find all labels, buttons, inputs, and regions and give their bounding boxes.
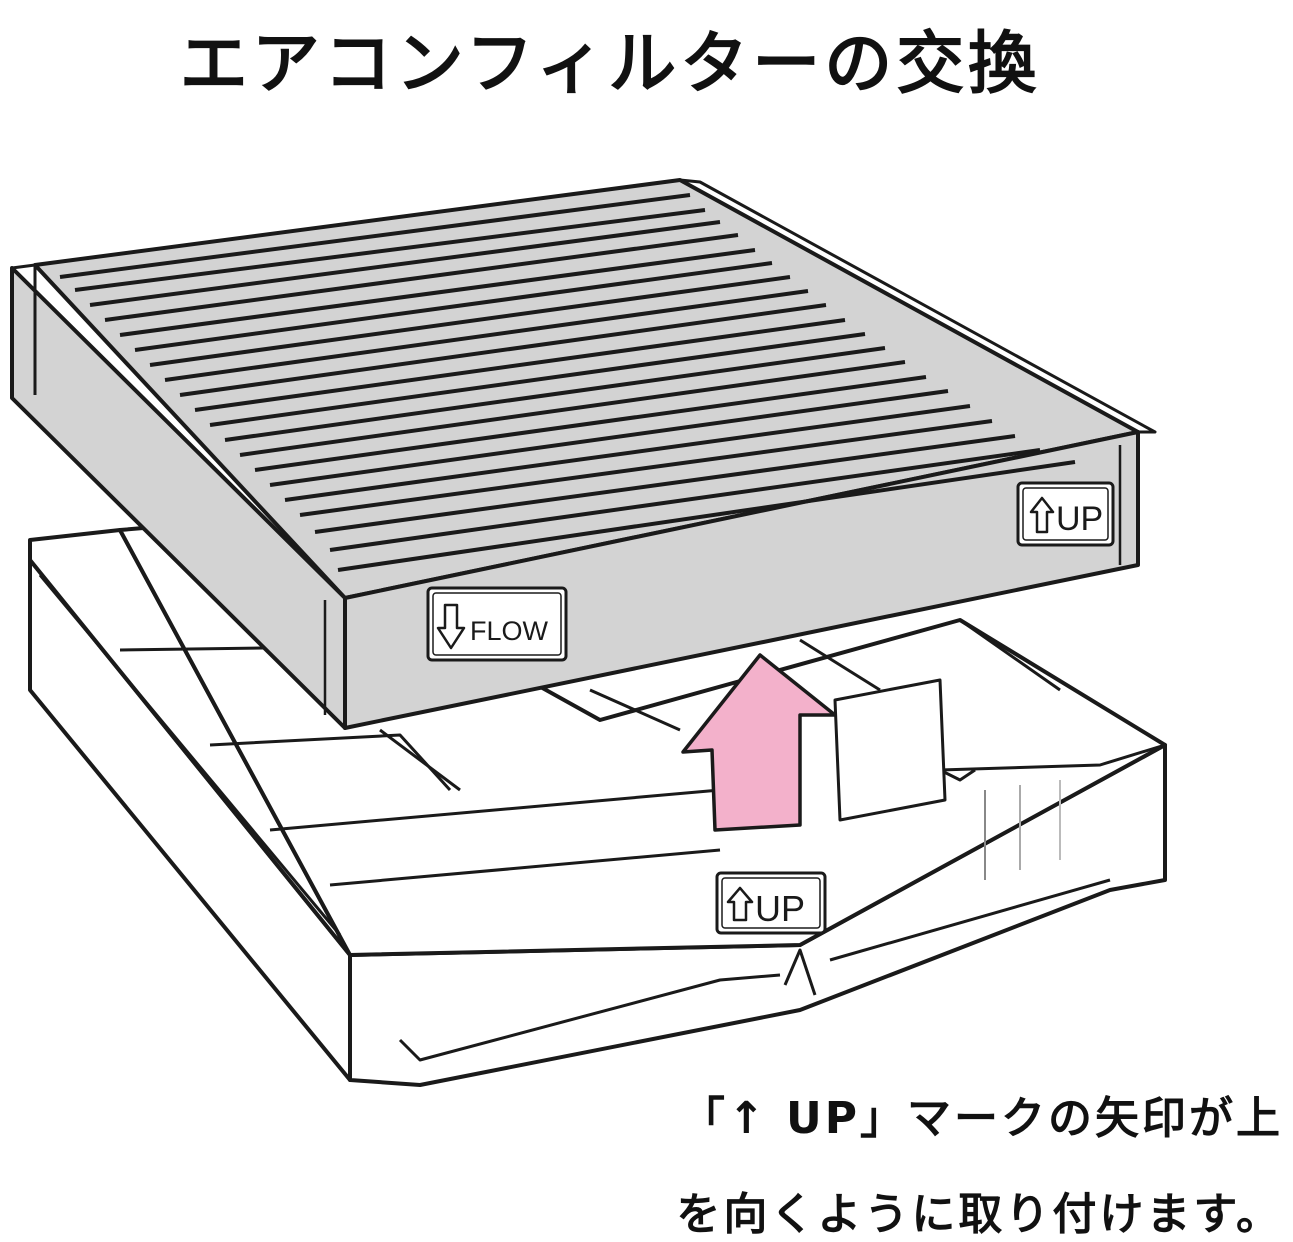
up-arrow-icon — [1029, 496, 1055, 534]
filter-pleats — [59, 193, 1076, 572]
filter-flow-text: FLOW — [470, 616, 549, 646]
instruction-line-2: を向くように取り付けます。 — [676, 1189, 1283, 1240]
housing-up-text: UP — [755, 888, 805, 929]
filter-flow-label: FLOW — [426, 586, 568, 662]
up-arrow-icon — [726, 886, 754, 922]
page-title: エアコンフィルターの交換 — [179, 25, 1041, 104]
install-direction-arrow — [681, 653, 837, 832]
housing-up-label: UP — [715, 871, 827, 935]
filter-up-label: UP — [1016, 481, 1115, 547]
down-arrow-icon — [436, 603, 466, 650]
instruction-line-1: 「↑ UP」マークの矢印が上 — [680, 1093, 1283, 1144]
filter-up-text: UP — [1056, 500, 1103, 538]
